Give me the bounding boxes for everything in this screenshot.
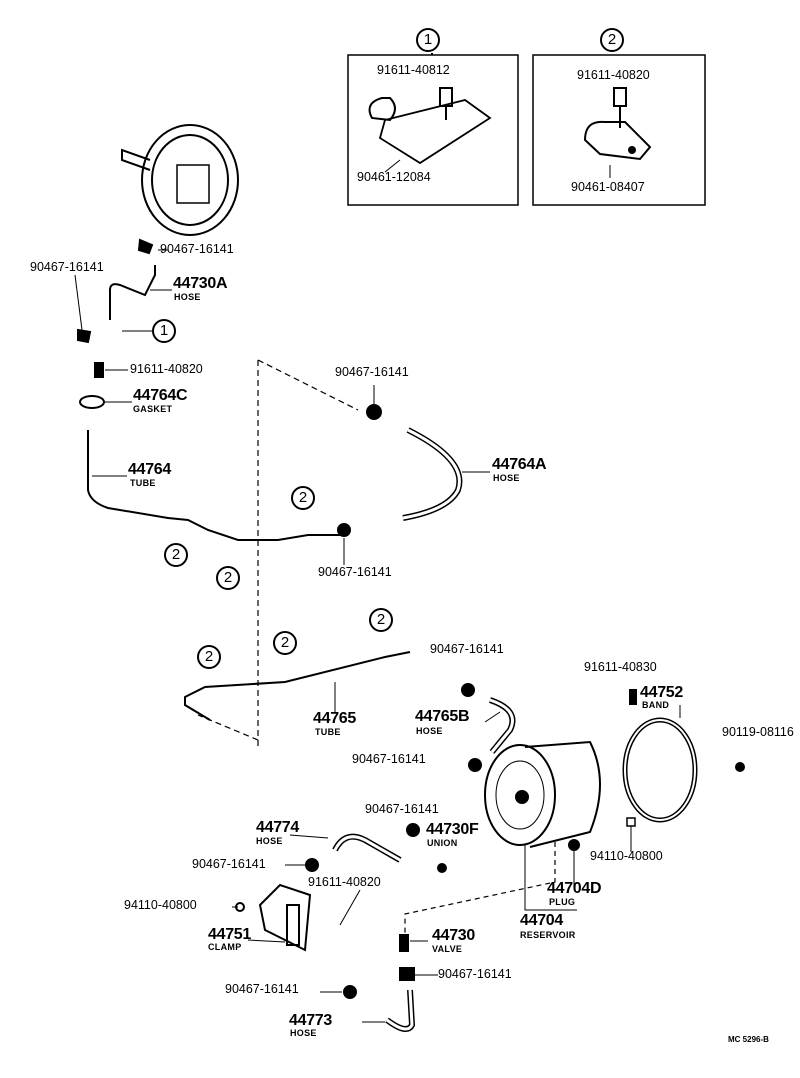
- part-label: 94110-40800: [590, 849, 663, 863]
- part-number: 44764A: [492, 456, 547, 473]
- part-number: 44730A: [173, 275, 228, 292]
- part-name: CLAMP: [208, 942, 242, 952]
- clamp-44751-drawing: [258, 883, 312, 952]
- part-name: VALVE: [432, 944, 463, 954]
- part-name: HOSE: [290, 1028, 317, 1038]
- part-name: HOSE: [493, 473, 520, 483]
- part-label: 90467-16141: [438, 967, 512, 981]
- callout-2: 2: [216, 566, 240, 590]
- part-label: 91611-40830: [584, 660, 657, 674]
- callout-2: 2: [291, 486, 315, 510]
- part-label: 90467-16141: [192, 857, 266, 871]
- tube-44765-drawing: [184, 651, 411, 721]
- hose-44765b-drawing: [488, 697, 516, 754]
- part-number: 44765: [313, 710, 356, 727]
- part-number: 44764C: [133, 387, 188, 404]
- part-name: GASKET: [133, 404, 173, 414]
- part-label: 90467-16141: [430, 642, 504, 656]
- part-name: TUBE: [315, 727, 341, 737]
- part-number: 44704D: [547, 880, 602, 897]
- part-label: 90467-16141: [352, 752, 426, 766]
- inset-box-2: [532, 54, 706, 206]
- part-number: 44774: [256, 819, 299, 836]
- part-label: 91611-40812: [377, 63, 450, 77]
- part-label: 90461-12084: [357, 170, 431, 184]
- part-number: 44773: [289, 1012, 332, 1029]
- part-label: 90461-08407: [571, 180, 645, 194]
- part-label: 90467-16141: [335, 365, 409, 379]
- part-name: BAND: [642, 700, 670, 710]
- part-number: 44730: [432, 927, 475, 944]
- part-label: 90467-16141: [160, 242, 234, 256]
- part-number: 44730F: [426, 821, 479, 838]
- part-name: HOSE: [256, 836, 283, 846]
- part-label: 94110-40800: [124, 898, 197, 912]
- reservoir-drawing: [484, 740, 601, 848]
- part-name: PLUG: [549, 897, 576, 907]
- part-number: 44752: [640, 684, 683, 701]
- callout-1: 1: [416, 28, 440, 52]
- clamp-bracket-drawing: [583, 87, 652, 178]
- callout-2: 2: [369, 608, 393, 632]
- part-label: 91611-40820: [130, 362, 203, 376]
- callout-2: 2: [600, 28, 624, 52]
- callout-2: 2: [273, 631, 297, 655]
- callout-2: 2: [197, 645, 221, 669]
- callout-1: 1: [152, 319, 176, 343]
- part-name: TUBE: [130, 478, 156, 488]
- part-number: 44765B: [415, 708, 470, 725]
- part-name: HOSE: [174, 292, 201, 302]
- part-number: 44751: [208, 926, 251, 943]
- callout-2: 2: [164, 543, 188, 567]
- part-label: 90467-16141: [225, 982, 299, 996]
- part-number: 44704: [520, 912, 563, 929]
- clamp-bracket-drawing: [368, 87, 492, 173]
- brake-booster-drawing: [121, 124, 239, 236]
- part-label: 90119-08116: [722, 725, 794, 739]
- part-name: UNION: [427, 838, 458, 848]
- tube-44764-drawing: [87, 430, 348, 541]
- part-label: 91611-40820: [308, 875, 381, 889]
- part-name: HOSE: [416, 726, 443, 736]
- part-label: 90467-16141: [318, 565, 392, 579]
- part-name: RESERVOIR: [520, 930, 576, 940]
- part-label: 90467-16141: [365, 802, 439, 816]
- part-number: 44764: [128, 461, 171, 478]
- hose-44730a-drawing: [109, 265, 156, 320]
- part-label: 91611-40820: [577, 68, 650, 82]
- drawing-code: MC 5296-B: [728, 1035, 769, 1044]
- part-label: 90467-16141: [30, 260, 104, 274]
